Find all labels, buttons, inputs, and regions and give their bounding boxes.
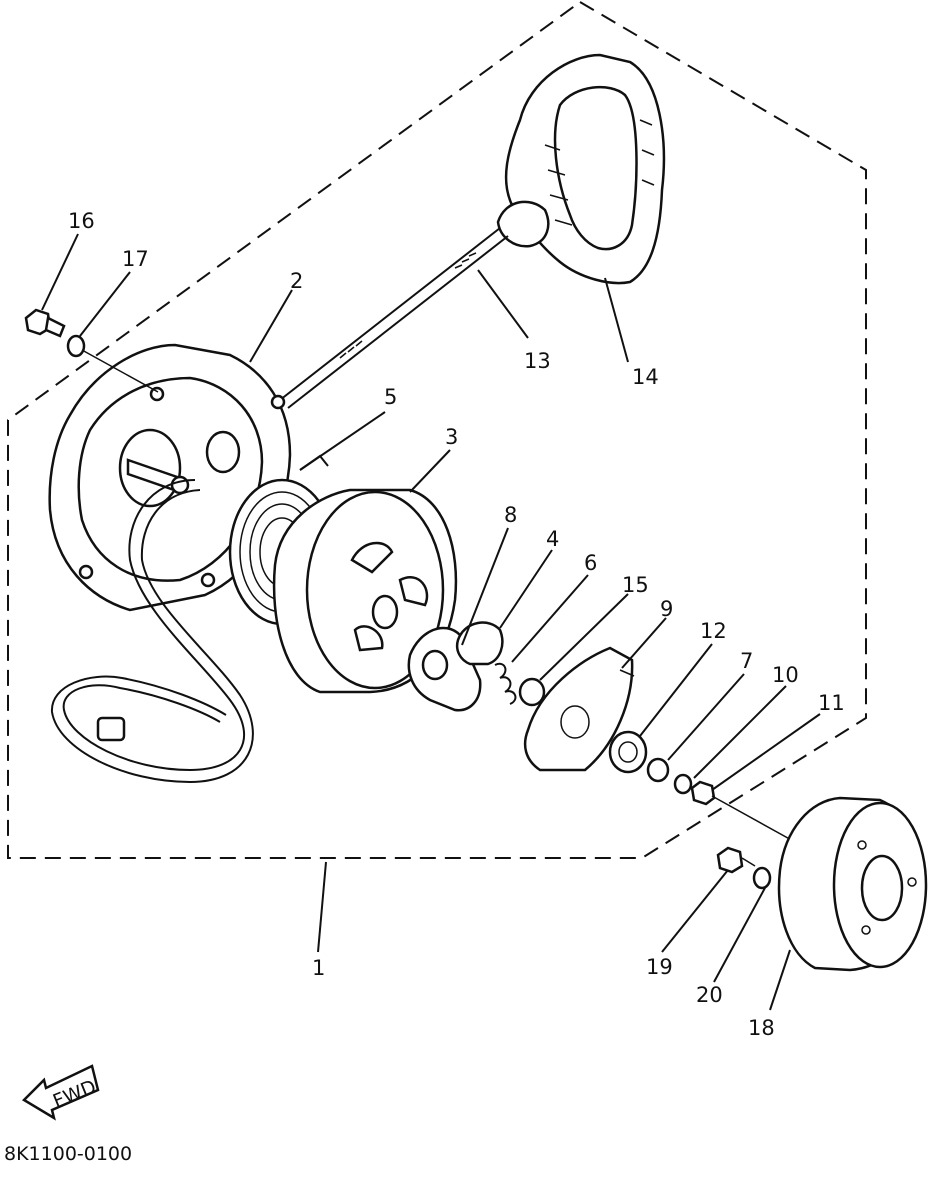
callout-4: 4 [546, 527, 559, 551]
callout-9: 9 [660, 597, 673, 621]
drive-pulley [777, 796, 928, 972]
callout-7: 7 [740, 649, 753, 673]
callout-5: 5 [384, 385, 397, 409]
starter-rope [279, 227, 509, 409]
callout-11: 11 [818, 691, 845, 715]
callout-10: 10 [772, 663, 799, 687]
callouts: 1 2 3 4 5 6 7 8 9 10 11 12 13 14 15 16 1… [68, 209, 845, 1040]
plain-washer [646, 757, 670, 783]
callout-18: 18 [748, 1016, 775, 1040]
callout-1: 1 [312, 956, 325, 980]
callout-16: 16 [68, 209, 95, 233]
case-washer [66, 334, 86, 358]
friction-plate [523, 646, 635, 772]
callout-17: 17 [122, 247, 149, 271]
sheave-drum [272, 488, 458, 694]
callout-20: 20 [696, 983, 723, 1007]
callout-3: 3 [445, 425, 458, 449]
assembly-boundary [7, 0, 867, 859]
ratchet [455, 621, 504, 666]
rope-coil [50, 479, 254, 784]
callout-15: 15 [622, 573, 649, 597]
forward-arrow-icon: FWD [21, 1064, 100, 1121]
bolt-axis [81, 349, 159, 393]
pulley-bolt [716, 846, 756, 874]
nut [690, 780, 716, 806]
starter-handle [496, 53, 666, 285]
callout-8: 8 [504, 503, 517, 527]
part-code: 8K1100-0100 [4, 1143, 132, 1165]
thrust-washer [608, 730, 648, 774]
pulley-washer [752, 866, 772, 890]
spring-washer [673, 773, 693, 795]
case-bolt [24, 308, 66, 338]
callout-13: 13 [524, 349, 551, 373]
callout-14: 14 [632, 365, 659, 389]
callout-12: 12 [700, 619, 727, 643]
collar [518, 677, 546, 707]
leader-lines [41, 233, 821, 1011]
callout-2: 2 [290, 269, 303, 293]
callout-19: 19 [646, 955, 673, 979]
callout-6: 6 [584, 551, 597, 575]
center-axis [711, 795, 796, 843]
compression-spring [494, 662, 517, 705]
